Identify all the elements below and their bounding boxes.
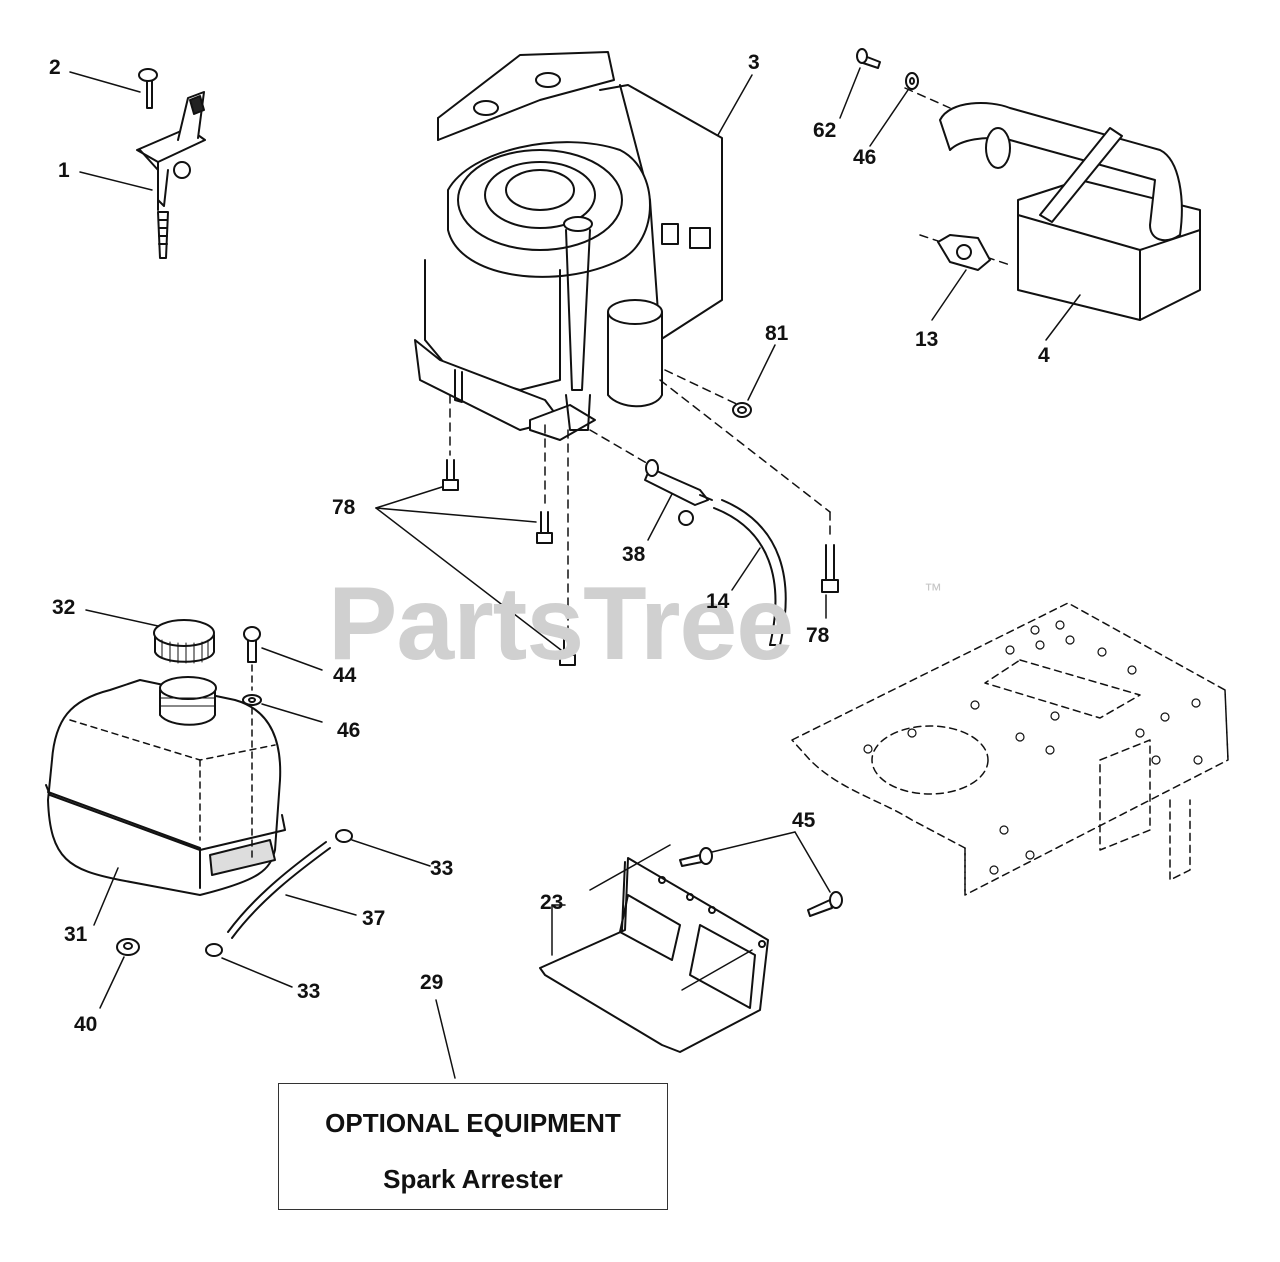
callout-label: 1 — [58, 159, 70, 182]
callout-label: 29 — [420, 971, 444, 994]
engine-part — [414, 51, 723, 441]
callout-label: 3 — [748, 51, 760, 74]
callout-label: 62 — [813, 119, 837, 142]
callout-label: 45 — [792, 809, 816, 832]
callout-label: 81 — [765, 322, 789, 345]
callout-label: 33 — [297, 980, 321, 1003]
callout-label: 13 — [915, 328, 939, 351]
nut-part — [732, 402, 752, 418]
muffler-part — [939, 102, 1201, 321]
callout-label: 44 — [333, 664, 357, 687]
bushing-part — [116, 938, 140, 956]
fuel-tank-part — [45, 676, 286, 896]
callout-label: 31 — [64, 923, 88, 946]
watermark-text: PartsTree — [328, 566, 794, 682]
callout-label: 78 — [332, 496, 356, 519]
frame-holes — [863, 620, 1203, 875]
callout-label: 14 — [706, 590, 730, 613]
callout-label: 38 — [622, 543, 646, 566]
optional-equipment-box: OPTIONAL EQUIPMENT Spark Arrester — [278, 1083, 668, 1210]
spark-arrester-label: Spark Arrester — [383, 1164, 563, 1194]
heat-shield-part — [539, 847, 843, 1053]
drain-valve-part — [644, 459, 713, 526]
callout-label: 78 — [806, 624, 830, 647]
callout-label: 46 — [853, 146, 877, 169]
callout-label: 32 — [52, 596, 76, 619]
fuel-line-clamps — [205, 829, 353, 957]
callout-label: 46 — [337, 719, 361, 742]
hose-part — [713, 499, 787, 646]
callout-label: 2 — [49, 56, 61, 79]
optional-equipment-title: OPTIONAL EQUIPMENT — [325, 1108, 621, 1138]
callout-leader-lines — [69, 67, 1081, 1079]
callout-label: 40 — [74, 1013, 98, 1036]
trademark-symbol: ™ — [924, 580, 942, 600]
callout-label: 4 — [1038, 344, 1050, 367]
callout-label: 33 — [430, 857, 454, 880]
muffler-bolt-washer — [856, 48, 919, 90]
tank-screw-washer — [242, 626, 262, 861]
gasket-part — [937, 234, 991, 271]
tractor-frame-reference — [791, 602, 1229, 896]
callout-label: 37 — [362, 907, 386, 930]
callout-label: 23 — [540, 891, 564, 914]
bolt-parts — [442, 459, 839, 666]
throttle-control-part — [136, 68, 206, 259]
fuel-cap-part — [153, 619, 215, 664]
